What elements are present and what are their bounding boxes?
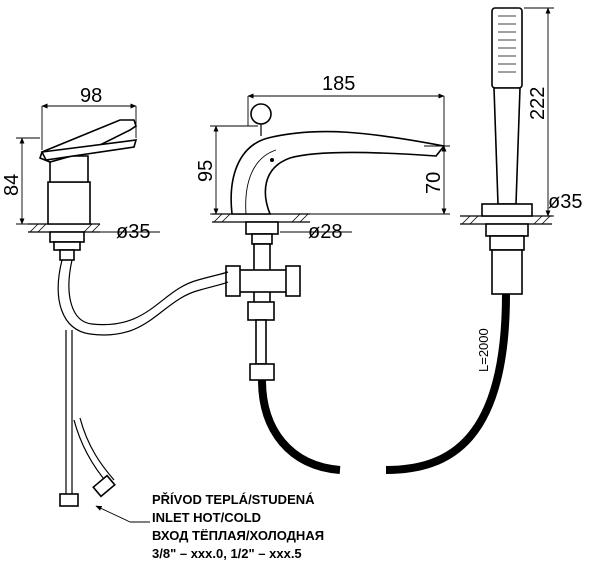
inlet-note-line1: PŘÍVOD TEPLÁ/STUDENÁ	[152, 492, 315, 507]
hand-shower	[460, 7, 552, 295]
dim-spout-height: 95	[195, 160, 217, 182]
connection-pipe	[57, 259, 229, 507]
dim-spout-outlet-height: 70	[423, 172, 445, 194]
inlet-note-line2: INLET HOT/COLD	[152, 510, 261, 525]
dim-shower-hole: ø35	[548, 191, 582, 213]
dim-spout-hole: ø28	[308, 221, 342, 243]
dim-spout-length: 185	[322, 73, 355, 95]
spout-body	[212, 103, 446, 381]
dim-mixer-hole: ø35	[116, 221, 150, 243]
shower-hose	[258, 293, 510, 474]
dim-hose-length: L=2000	[476, 328, 491, 372]
inlet-note-line3: ВХОД ТЁПЛАЯ/ХОЛОДНАЯ	[152, 528, 324, 543]
inlet-note: PŘÍVOD TEPLÁ/STUDENÁ INLET HOT/COLD ВХОД…	[152, 492, 324, 561]
spout-dimensions	[210, 93, 450, 233]
inlet-note-line4: 3/8" – xxx.0, 1/2" – xxx.5	[152, 546, 302, 561]
dim-mixer-width: 98	[80, 85, 102, 107]
mixer-dimensions	[16, 103, 160, 233]
dim-shower-height: 222	[527, 87, 549, 120]
mixer-body	[28, 119, 138, 261]
dim-mixer-height: 84	[1, 174, 23, 196]
inlet-leader	[95, 505, 150, 523]
shower-dimensions	[524, 7, 554, 217]
